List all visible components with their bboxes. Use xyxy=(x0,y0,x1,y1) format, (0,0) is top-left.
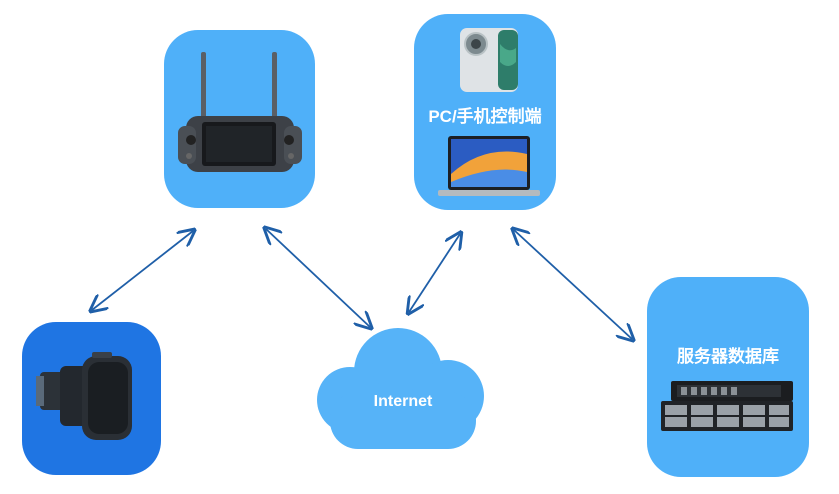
server-rack-icon xyxy=(661,381,793,431)
arrow-controller-internet xyxy=(266,229,370,327)
internet-label: Internet xyxy=(373,393,433,410)
arrow-pc-server xyxy=(514,230,632,339)
gimbal-camera-icon xyxy=(36,352,132,440)
server-label: 服务器数据库 xyxy=(677,347,779,366)
arrow-pc-internet xyxy=(409,234,460,312)
gimbal-camera-card xyxy=(22,322,161,475)
server-database-card: 服务器数据库 xyxy=(647,277,809,477)
pc-client-label: PC/手机控制端 xyxy=(428,107,542,126)
remote-controller-icon xyxy=(178,52,302,172)
arrow-controller-gimbal xyxy=(92,231,193,310)
smartphone-icon xyxy=(460,28,518,92)
pc-phone-client-card: PC/手机控制端 xyxy=(414,14,556,210)
remote-controller-card xyxy=(164,30,315,208)
cloud-icon xyxy=(317,328,484,449)
laptop-icon xyxy=(438,136,540,196)
